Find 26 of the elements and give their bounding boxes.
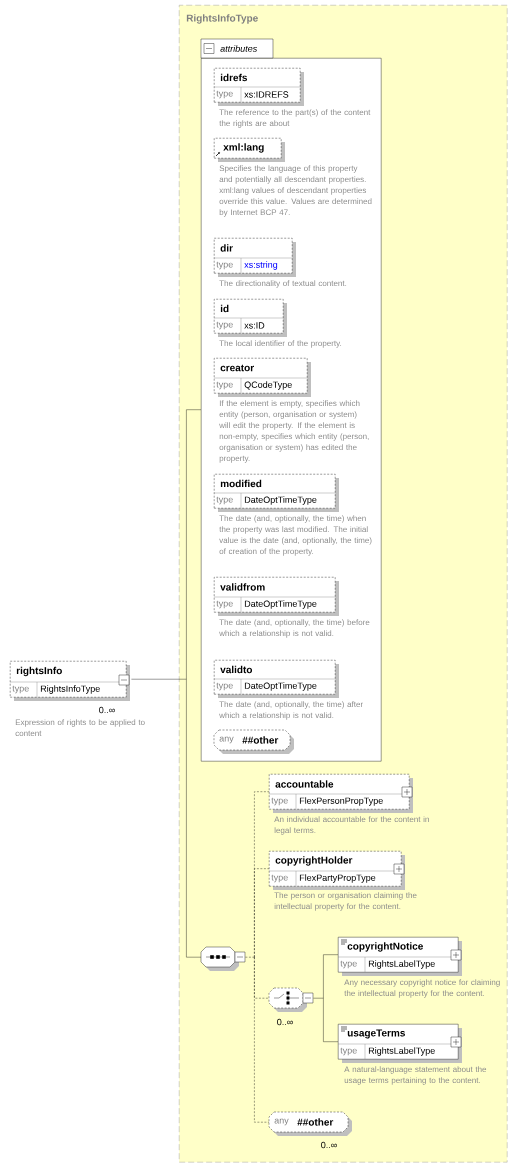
multiplicity-label: 0..∞ bbox=[99, 706, 115, 714]
description-text: If the element is empty, specifies which entity (person, organisation or system) will edit the property. If the element is non-empty, specifies which entity (person, organisation or system) has edited the property. bbox=[219, 400, 369, 463]
description-text: A natural-language statement about the usage terms pertaining to the content. bbox=[344, 1066, 487, 1085]
description-text: The date (and, optionally, the time) when the property was last modified. The initial value is the date (and, optionally, the time) of creation of the property. bbox=[219, 515, 372, 556]
element-box: copyrightHolder type FlexPartyPropType bbox=[268, 851, 405, 890]
description-text: Expression of rights to be applied to content bbox=[15, 719, 145, 737]
description-text: The date (and, optionally, the time) before which a relationship is not valid. bbox=[219, 619, 370, 638]
multiplicity-label: 0..∞ bbox=[321, 1141, 337, 1149]
description-text: The reference to the part(s) of the content the rights are about bbox=[219, 109, 371, 128]
element-box: validfrom type DateOptTimeType bbox=[213, 577, 339, 616]
connector-line bbox=[313, 954, 339, 1042]
description-text: The date (and, optionally, the time) after which a relationship is not valid. bbox=[219, 701, 363, 720]
description-text: An individual accountable for the content in legal terms. bbox=[274, 816, 429, 835]
wildcard-box: any ##other bbox=[213, 729, 294, 754]
element-box: accountable type FlexPersonPropType bbox=[268, 774, 413, 813]
element-box: modified type DateOptTimeType bbox=[213, 474, 339, 512]
connector-line bbox=[245, 791, 270, 1123]
description-text: Any necessary copyright notice for claiming the intellectual property for the content. bbox=[344, 979, 500, 998]
description-text: The directionality of textual content. bbox=[219, 280, 347, 288]
description-text: Specifies the language of this property and potentially all descendant properties. xml:lang values of descendant properties override this value. Values are determined by Internet BCP 47. bbox=[219, 165, 372, 217]
description-text: The person or organisation claiming the intellectual property for the content. bbox=[274, 892, 417, 911]
element-box: validto type DateOptTimeType bbox=[213, 660, 339, 698]
description-text: The local identifier of the property. bbox=[219, 340, 342, 348]
element-box: rightsInfo type RightsInfoType bbox=[9, 661, 130, 701]
multiplicity-label: 0..∞ bbox=[277, 1018, 293, 1026]
connector-line bbox=[131, 409, 202, 958]
